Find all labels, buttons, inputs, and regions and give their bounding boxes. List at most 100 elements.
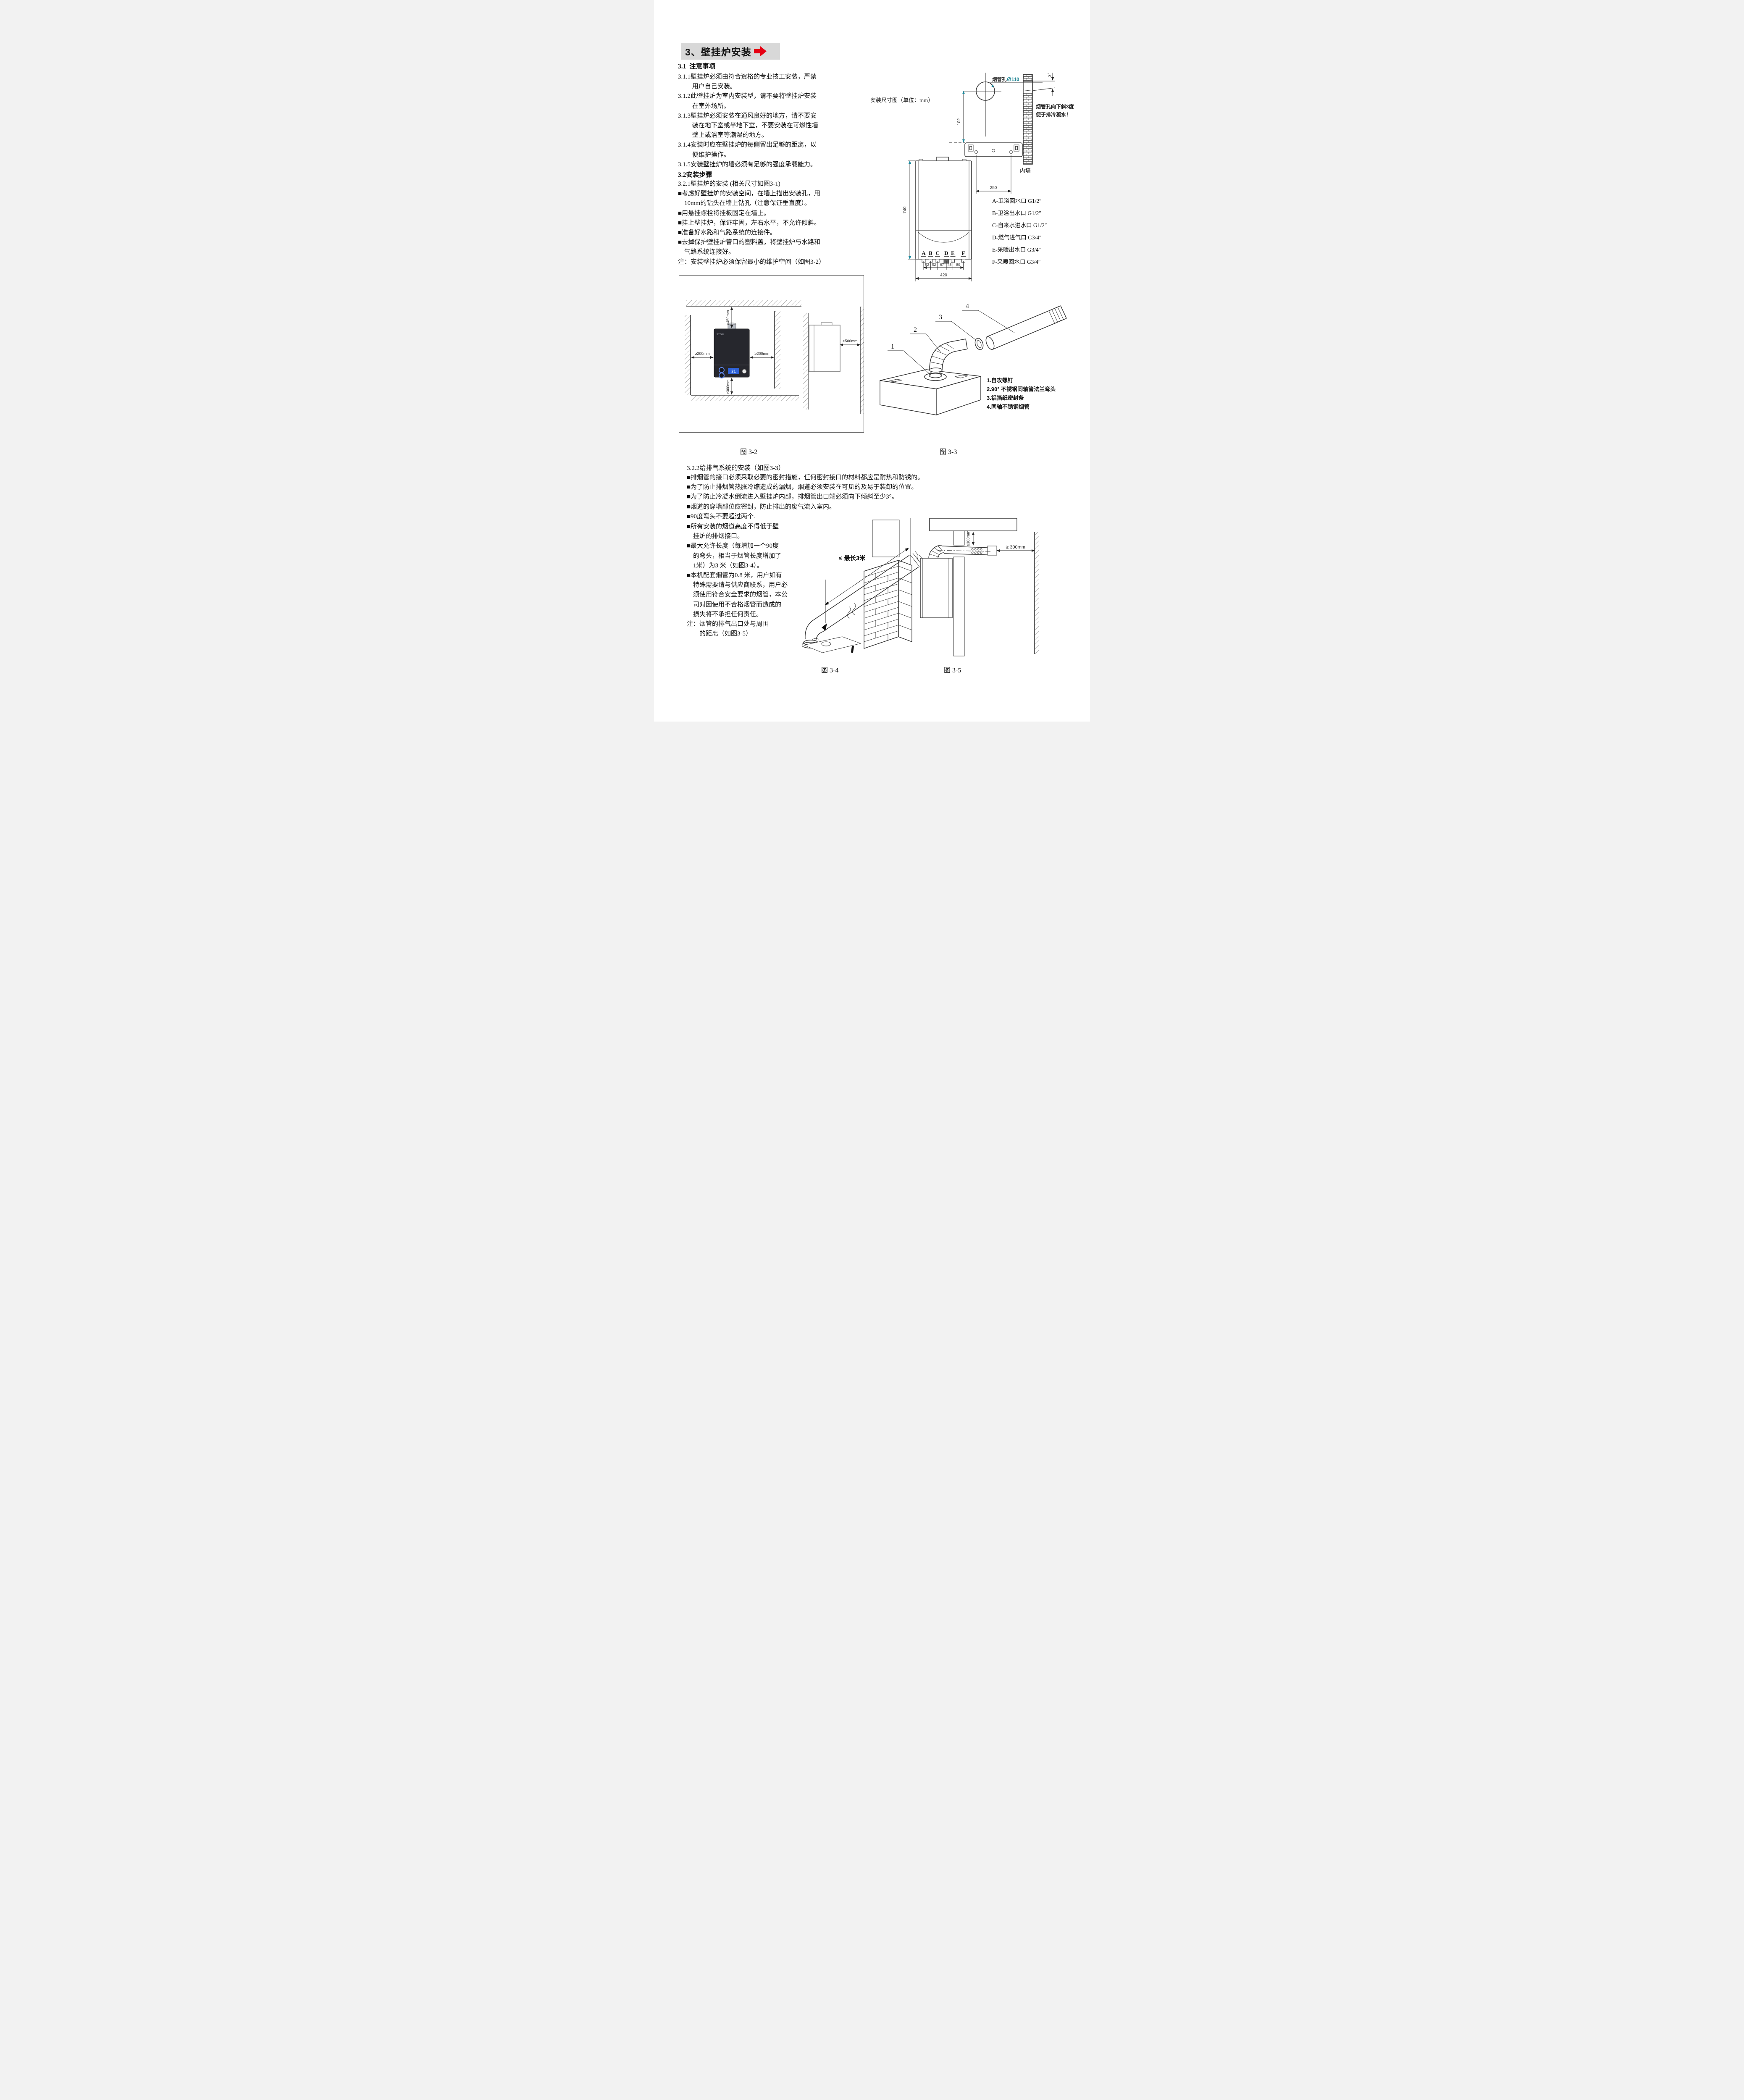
manual-page: 3、壁挂炉安装 3.1 注意事项 3.1.1壁挂炉必须由符合资格的专业技工安装，… [654,0,1090,722]
svg-text:52: 52 [925,262,929,267]
text-line: ■准备好水路和气路系统的连接件。 [678,229,777,236]
legend-line: F-采暖回水口 G3/4″ [992,259,1041,265]
text-line: ■去掉保护壁挂炉管口的塑料盖，将壁挂炉与水路和 [678,239,821,246]
svg-text:250: 250 [990,186,997,190]
svg-text:420: 420 [940,273,947,278]
room-walls [685,300,801,401]
figure-3-3-flue-assembly: 1 2 3 4 1.自攻螺钉 2.90° 不锈钢同轴管法兰弯头 3.铝箔纸密封条… [880,303,1067,416]
svg-text:102: 102 [957,118,961,125]
dim-102: 102 [949,91,965,143]
fig33-legend: 1.自攻螺钉 2.90° 不锈钢同轴管法兰弯头 3.铝箔纸密封条 4.同轴不锈钢… [987,377,1056,410]
svg-text:≥500mm: ≥500mm [843,339,858,343]
legend-line: 1.自攻螺钉 [987,377,1013,383]
boiler-logo: STON [717,333,724,336]
svg-text:≥ 300mm: ≥ 300mm [1006,545,1025,550]
flue-rules-wide: ■排烟管的接口必须采取必要的密封措施，任何密封接口的材料都应是耐热和防锈的。 ■… [687,473,1086,522]
elbow-and-pipe [928,545,997,559]
text-line: 的距离（如图3-5） [687,630,752,638]
text-line: ■挂上壁挂炉，保证牢固，左右水平，不允许倾斜。 [678,219,821,226]
text-line: 注：安装壁挂炉必须保留最小的维护空间（如图3-2） [678,258,825,265]
legend-line: 3.铝箔纸密封条 [987,395,1024,401]
svg-text:2: 2 [914,326,917,333]
red-arrow-icon [754,46,767,56]
clearance-dims: ≥450mm ≥200mm ≥200mm ≥300mm [691,307,774,395]
text-line: 挂炉的排烟接口。 [687,533,744,540]
text-line: 装在地下室或半地下室，不要安装在可燃性墙 [678,122,818,129]
figure-3-1-dimension-drawing: 安装尺寸图（单位：mm） 烟管孔∅110 102 挂板 [870,73,1074,281]
text-line: 1米）为3 米（如图3-4）。 [687,562,763,569]
boiler-top-plate [803,636,861,653]
text-line: ■烟道的穿墙部位应密封，防止排出的废气流入室内。 [687,503,836,510]
knob-icon [719,367,725,373]
boiler-top-isometric [880,369,981,416]
boiler-side [920,558,953,618]
clearance-dims: ≥300mm ≥ 300mm [966,530,1035,552]
steps-paragraphs: 3.2.1壁挂炉的安装 (相关尺寸如图3-1) ■考虑好壁挂炉的安装空间，在墙上… [678,179,875,267]
notes-paragraphs: 3.1.1壁挂炉必须由符合资格的专业技工安装，严禁 用户自己安装。 3.1.2此… [678,72,875,170]
figure-3-2-clearance-drawing: STON 21 ≥450mm ≥200mm ≥200mm ≥300mm [679,275,864,433]
heading-3-2: 3.2安装步骤 [678,171,712,178]
dim-250: 250 [976,155,1011,194]
text-line: 司对因使用不合格烟管而造成的 [687,601,782,608]
fig31-inner-wall-label: 内墙 [1020,168,1031,174]
port-F: F [962,250,965,256]
port-A: A [922,250,926,256]
text-line: ■所有安装的烟道高度不得低于壁 [687,523,779,530]
port-C: C [935,250,939,256]
text-line: ■本机配套烟管为0.8 米，用户如有 [687,572,782,579]
svg-text:3: 3 [939,314,942,321]
page-title: 3、壁挂炉安装 [685,47,751,58]
text-line: ■最大允许长度（每增加一个90度 [687,543,779,550]
fig33-caption: 图 3-3 [940,449,957,456]
text-line: 3.1.2此壁挂炉为室内安装型，请不要将壁挂炉安装 [678,93,817,100]
text-line: 用户自己安装。 [678,83,736,90]
svg-text:80: 80 [956,262,960,267]
svg-text:52: 52 [932,262,936,267]
flue-rules-narrow: ■所有安装的烟道高度不得低于壁 挂炉的排烟接口。 ■最大允许长度（每增加一个90… [687,522,825,639]
text-line: 10mm的钻头在墙上钻孔（注意保证垂直度）。 [678,200,811,207]
legend-line: 4.同轴不锈钢烟管 [987,404,1030,410]
legend-line: B-卫浴出水口 G1/2″ [992,210,1041,216]
text-line: 便维护操作。 [678,151,730,158]
fig31-tilt-note-2: 便于排冷凝水！ [1036,111,1071,118]
legend-line: 2.90° 不锈钢同轴管法兰弯头 [987,386,1056,392]
svg-text:≥300mm: ≥300mm [726,380,730,394]
heading-3-2-2: 3.2.2给排气系统的安装（如图3-3） [687,465,785,472]
text-line: ■为了防止排烟管热胀冷缩造成的漏烟，烟道必须安装在可见的及易于装卸的位置。 [687,484,918,491]
svg-text:≥200mm: ≥200mm [695,352,710,356]
coaxial-flue-pipe [985,305,1067,350]
boiler-photo-front: STON 21 [714,323,750,378]
legend-line: A-卫浴回水口 G1/2″ [992,198,1042,204]
svg-text:67: 67 [940,262,944,267]
svg-text:740: 740 [903,206,907,213]
fig32-caption: 图 3-2 [740,449,758,456]
seal-ring [974,338,984,350]
text-line: 3.1.4安装时应在壁挂炉的每侧留出足够的距离，以 [678,142,817,149]
boiler-front-view: A B C D E F 52 [903,157,972,281]
figure-3-4-max-length: ≤ 最长3米 [802,518,925,653]
fig31-tilt-angle: 3° [1048,73,1052,77]
text-line: ■考虑好壁挂炉的安装空间，在墙上描出安装孔，用 [678,190,821,197]
svg-text:≤ 最长3米: ≤ 最长3米 [839,554,866,562]
text-line: 3.1.1壁挂炉必须由符合资格的专业技工安装，严禁 [678,74,817,80]
ceiling-and-chimney [929,518,1017,656]
svg-text:≥450mm: ≥450mm [726,310,730,325]
text-line: 注：烟管的排气出口处与周围 [687,620,769,627]
fig31-flue-hole-label: 烟管孔∅110 [992,76,1019,82]
figure-3-5-exit-clearance: ≥300mm ≥ 300mm [920,518,1039,656]
svg-text:≥300mm: ≥300mm [966,530,971,546]
flue-hole-drawing: 烟管孔∅110 [963,73,1043,136]
text-line: 的弯头，相当于烟管长度增加了 [687,552,782,559]
text-line: 壁上或浴室等潮湿的地方。 [678,132,768,139]
text-line: 特殊需要请与供应商联系，用户必 [687,582,788,589]
text-line: 须使用符合安全要求的烟管，本公 [687,591,788,598]
heading-3-1: 3.1 注意事项 [678,63,716,70]
callouts: 1 2 3 4 [888,303,1015,375]
lcd-temperature: 21 [731,370,736,374]
fig31-tilt-note-1: 烟管孔向下斜3度 [1036,103,1074,110]
text-line: 3.1.3壁挂炉必须安装在通风良好的地方，请不要安 [678,112,817,119]
svg-text:4: 4 [966,303,969,310]
port-D: D [944,250,948,256]
legend-line: D-燃气进气口 G3/4″ [992,234,1042,241]
text-line: 损失将不承担任何责任。 [687,611,763,618]
